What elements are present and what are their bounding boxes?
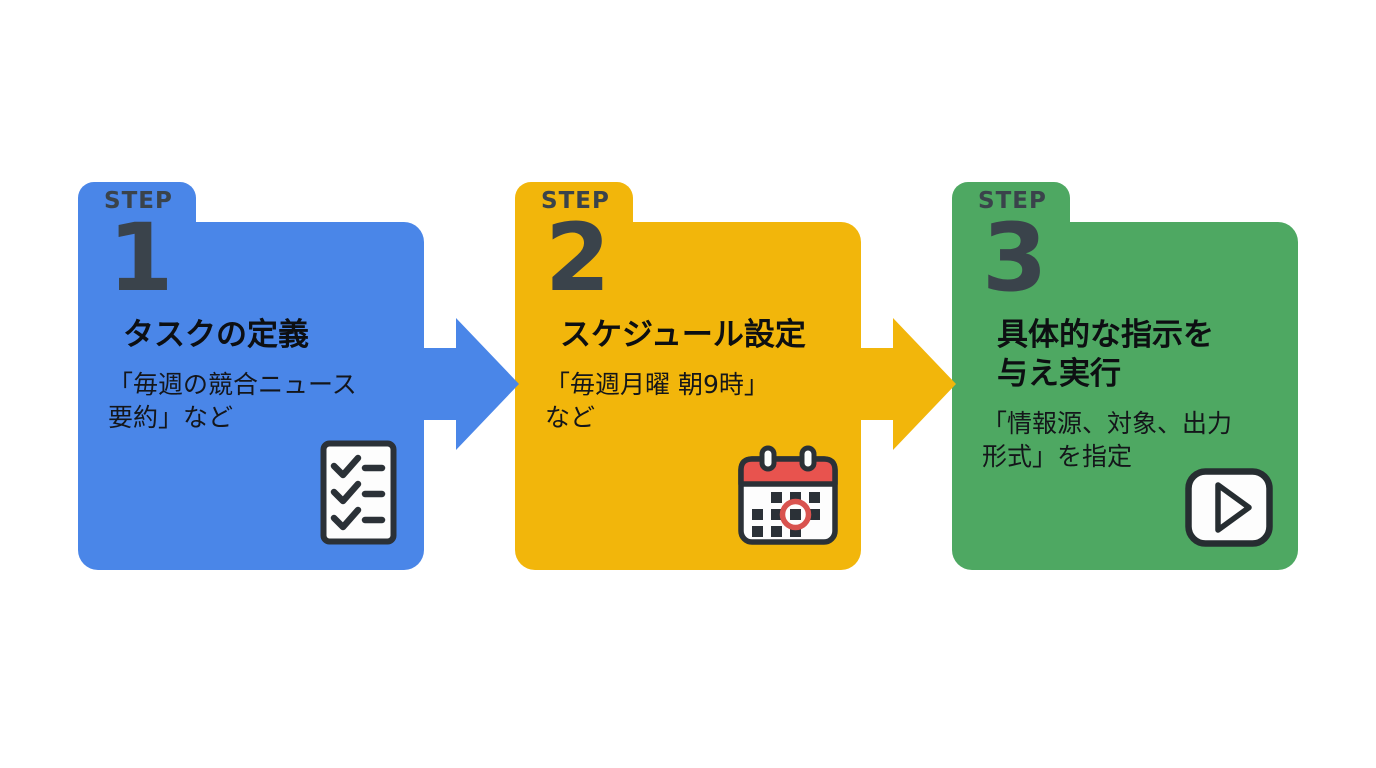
step-1-number: 1: [108, 204, 174, 313]
step-3-description: 「情報源、対象、出力 形式」を指定: [982, 408, 1233, 471]
step-1-text: タスクの定義 「毎週の競合ニュース 要約」など: [108, 316, 408, 434]
step-2-number: 2: [545, 204, 611, 313]
step-2-description: 「毎週月曜 朝9時」 など: [545, 369, 769, 432]
step-1-description: 「毎週の競合ニュース 要約」など: [108, 369, 357, 432]
checklist-icon: [320, 440, 397, 549]
play-icon: [1185, 468, 1273, 551]
calendar-icon: [736, 445, 840, 551]
arrow-step1-to-step2: [421, 318, 519, 450]
step-3-text: 具体的な指示を 与え実行 「情報源、対象、出力 形式」を指定: [982, 316, 1282, 473]
step-3-number: 3: [982, 204, 1048, 313]
step-2-title: スケジュール設定: [560, 317, 806, 353]
step-3-title: 具体的な指示を 与え実行: [997, 317, 1214, 392]
step-3-label: STEP: [978, 188, 1047, 214]
step-2-label: STEP: [541, 188, 610, 214]
step-card-2: STEP 2 スケジュール設定 「毎週月曜 朝9時」 など: [515, 182, 861, 570]
step-2-text: スケジュール設定 「毎週月曜 朝9時」 など: [545, 316, 845, 434]
step-card-3: STEP 3 具体的な指示を 与え実行 「情報源、対象、出力 形式」を指定: [952, 182, 1298, 570]
step-card-1: STEP 1 タスクの定義 「毎週の競合ニュース 要約」など: [78, 182, 424, 570]
step-1-label: STEP: [104, 188, 173, 214]
arrow-step2-to-step3: [858, 318, 956, 450]
step-1-title: タスクの定義: [123, 317, 309, 353]
